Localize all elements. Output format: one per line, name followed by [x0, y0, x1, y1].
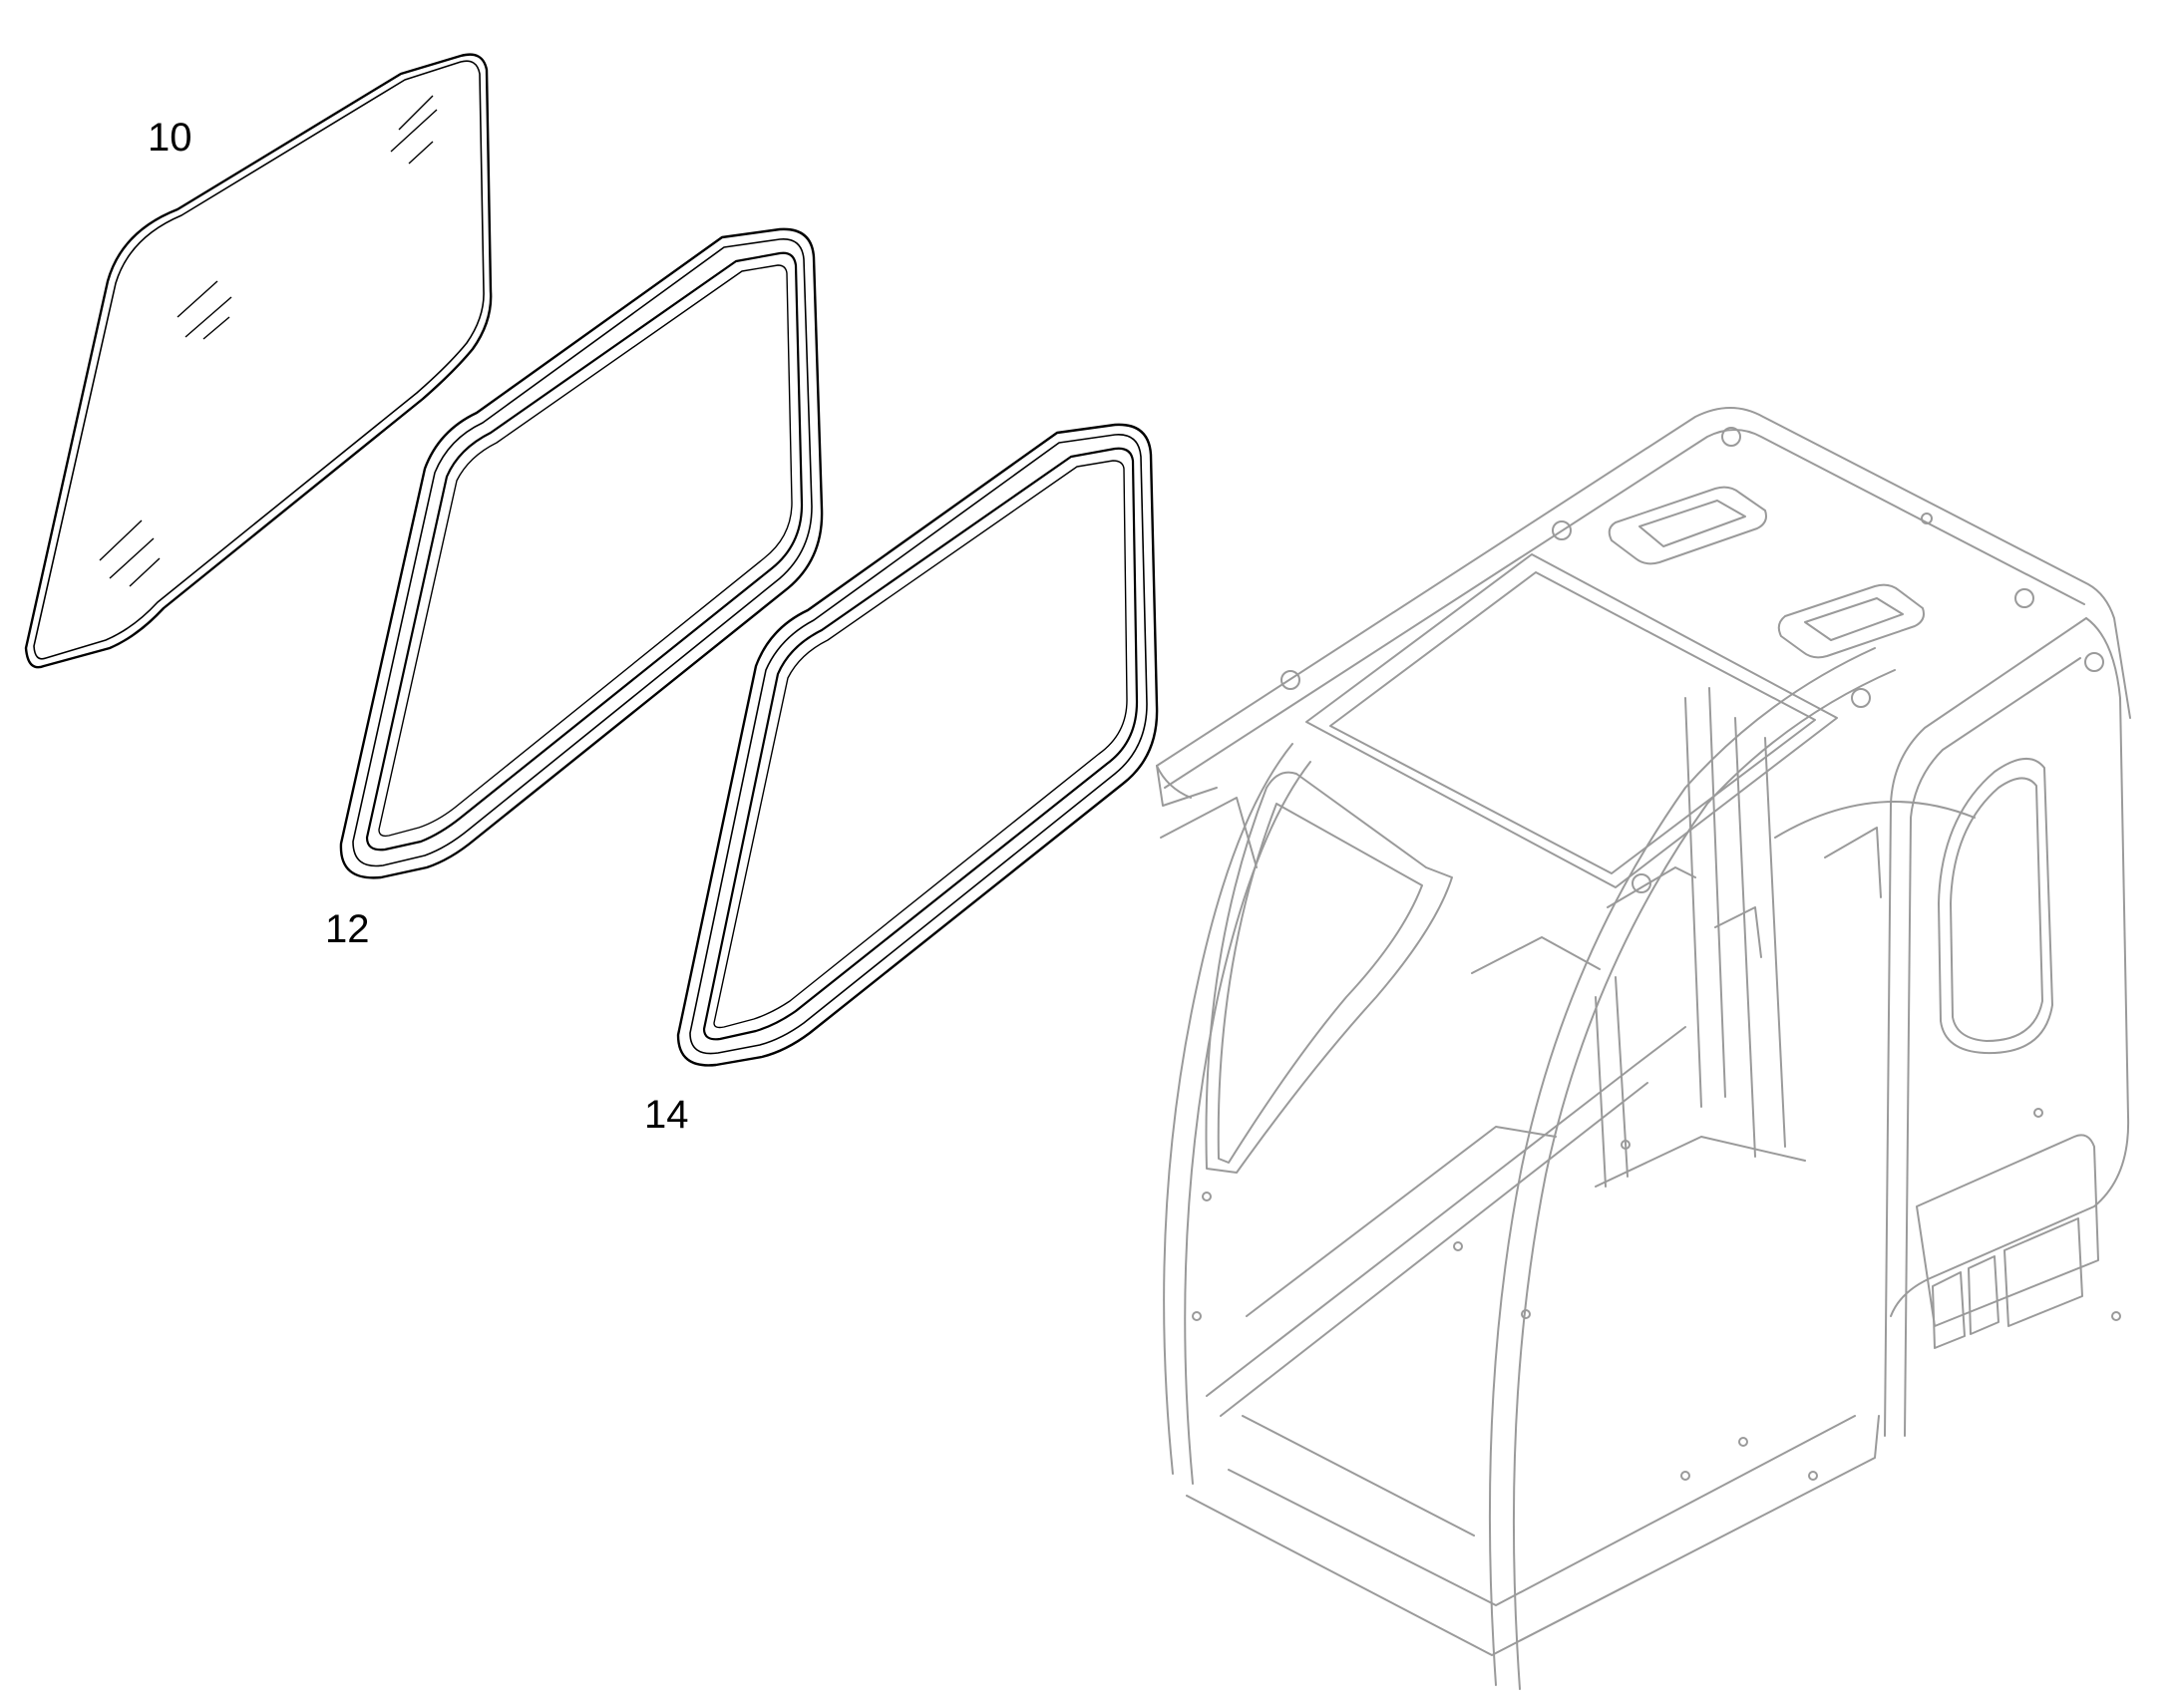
cab-frame-assembly	[1156, 407, 2131, 1690]
seal-gasket-part-12	[339, 227, 824, 879]
callout-label-10: 10	[148, 116, 192, 160]
callout-label-14: 14	[644, 1093, 689, 1137]
seal-gasket-part-14	[676, 423, 1159, 1067]
callout-label-12: 12	[325, 907, 370, 951]
glass-glare-marks	[99, 95, 438, 587]
glass-pane-part-10	[24, 53, 493, 669]
